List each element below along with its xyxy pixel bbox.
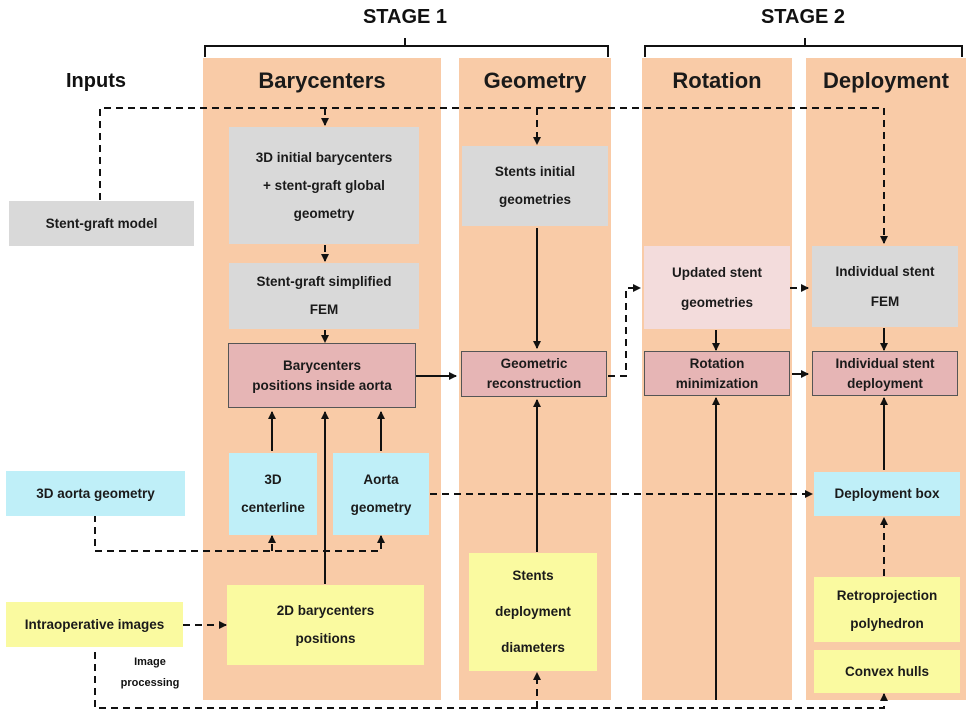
convex-hulls-box: Convex hulls [814,650,960,693]
stent-graft-model-box: Stent-graft model [9,201,194,246]
stage-2-label: STAGE 2 [760,6,846,28]
simplified-fem-box: Stent-graft simplified FEM [229,263,419,329]
column-title-deployment: Deployment [823,68,949,93]
inputs-title: Inputs [66,70,126,92]
retroprojection-polyhedron-box: Retroprojection polyhedron [814,577,960,642]
individual-stent-fem-box: Individual stent FEM [812,246,958,327]
image-processing-note: Image processing [120,656,180,689]
stage-1-label: STAGE 1 [362,6,448,28]
intraoperative-images-box: Intraoperative images [6,602,183,647]
column-title-rotation: Rotation [672,68,762,93]
stents-deployment-diameters-box: Stents deployment diameters [469,553,597,671]
barycenters-positions-box: Barycenters positions inside aorta [228,343,416,408]
rotation-minimization-box: Rotation minimization [644,351,790,396]
updated-stent-geometries-box: Updated stent geometries [644,246,790,329]
individual-stent-deployment-box: Individual stent deployment [812,351,958,396]
aorta-3d-geometry-box: 3D aorta geometry [6,471,185,516]
centerline-box: 3D centerline [229,453,317,535]
geometric-reconstruction-box: Geometric reconstruction [461,351,607,397]
aorta-geometry-box: Aorta geometry [333,453,429,535]
column-title-barycenters: Barycenters [258,68,386,93]
column-title-geometry: Geometry [483,68,587,93]
initial-barycenters-box: 3D initial barycenters + stent-graft glo… [229,127,419,244]
barycenters-2d-box: 2D barycenters positions [227,585,424,665]
deployment-box: Deployment box [814,472,960,516]
stents-initial-geometries-box: Stents initial geometries [462,146,608,226]
